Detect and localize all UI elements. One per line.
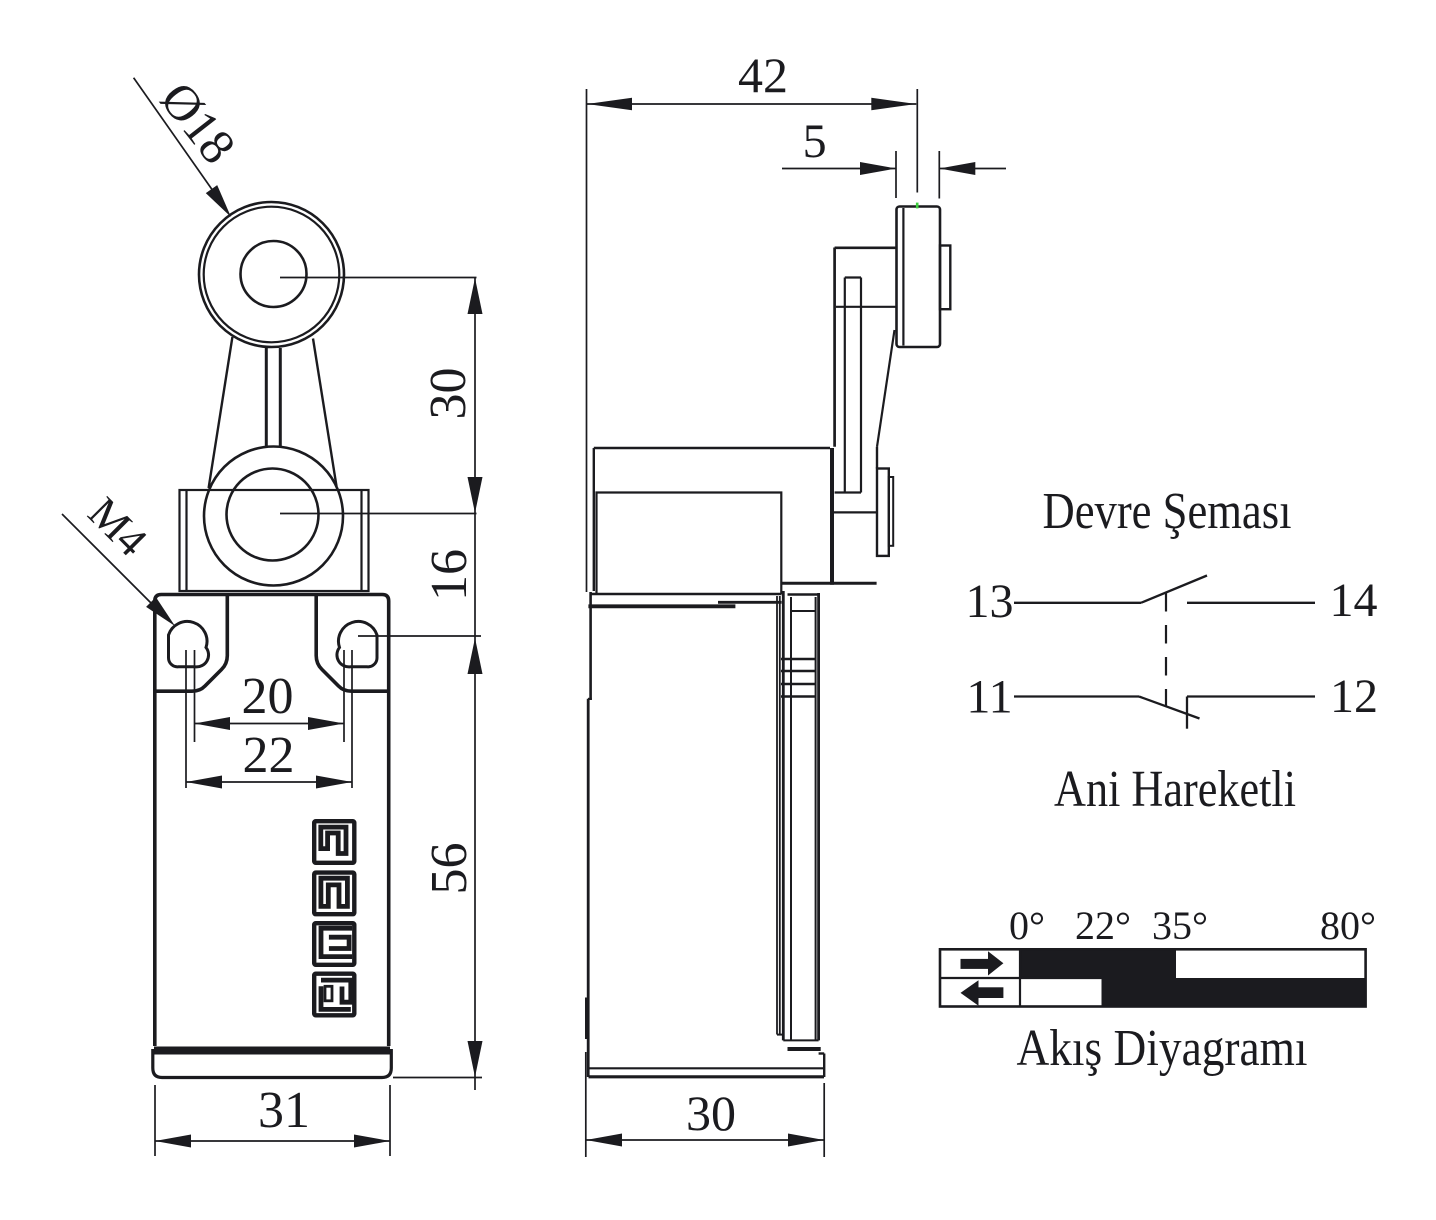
svg-text:20: 20 [242,668,294,725]
svg-text:42: 42 [738,47,788,103]
svg-text:31: 31 [258,1082,310,1139]
svg-text:Devre Şeması: Devre Şeması [1043,483,1292,540]
svg-text:22: 22 [243,727,295,784]
svg-text:56: 56 [421,843,478,895]
svg-text:5: 5 [803,115,827,168]
svg-text:35°: 35° [1152,903,1208,948]
svg-text:13: 13 [966,575,1014,628]
svg-text:Akış Diyagramı: Akış Diyagramı [1017,1020,1308,1077]
svg-text:0°: 0° [1009,903,1045,948]
svg-text:22°: 22° [1075,903,1131,948]
svg-text:30: 30 [686,1085,736,1141]
svg-text:Ani Hareketli: Ani Hareketli [1054,761,1296,818]
svg-text:16: 16 [421,549,478,601]
svg-text:11: 11 [966,671,1012,724]
svg-text:12: 12 [1330,670,1378,723]
svg-text:30: 30 [420,368,477,420]
svg-text:80°: 80° [1320,903,1376,948]
svg-text:14: 14 [1330,574,1378,627]
